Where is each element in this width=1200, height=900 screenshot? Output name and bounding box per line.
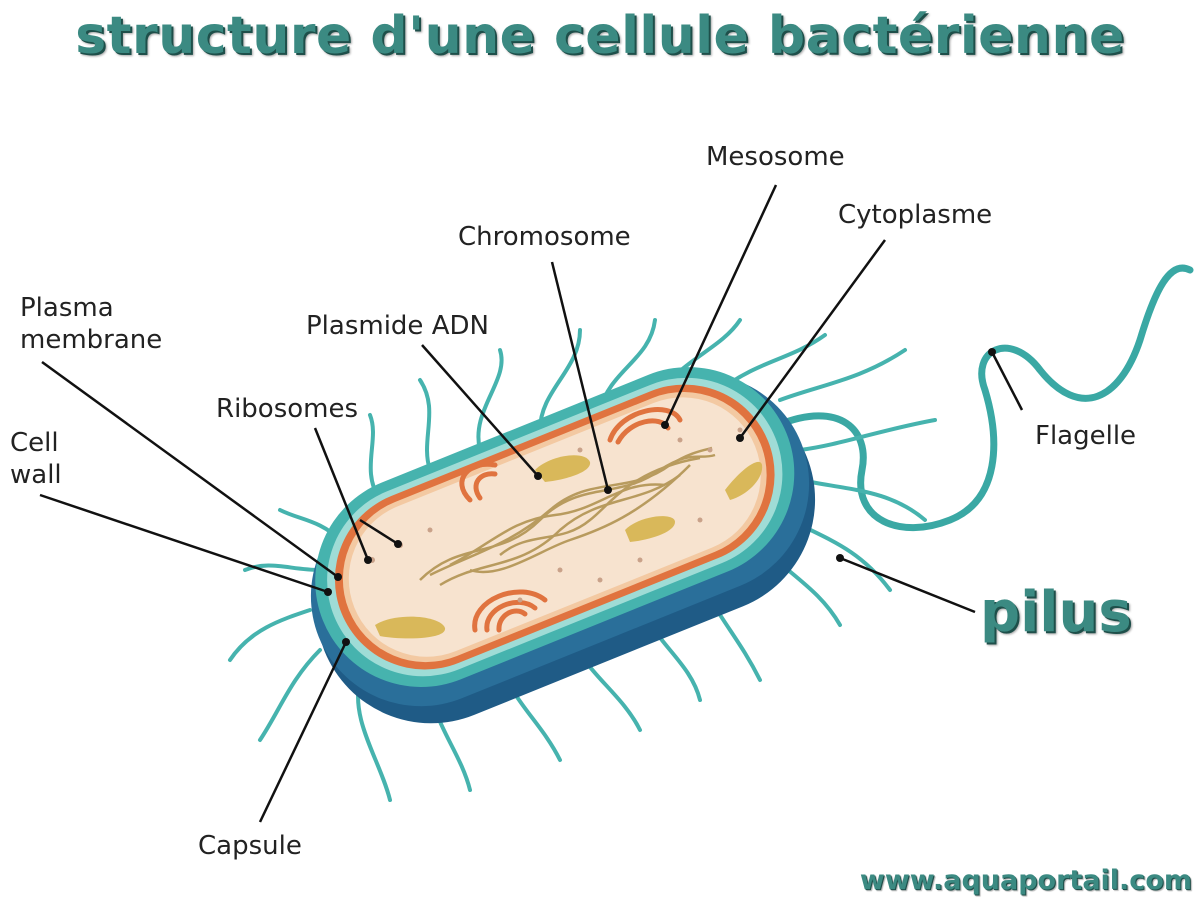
plasmids <box>375 455 763 639</box>
leader-dots <box>324 348 996 646</box>
label-ribosomes: Ribosomes <box>216 394 359 424</box>
chromosome <box>419 446 716 587</box>
label-cell-wall: Cell wall <box>10 427 62 491</box>
page-title: structure d'une cellule bactérienne <box>75 6 1125 66</box>
label-cell-line1: Cell <box>10 428 59 458</box>
label-plasmide-adn: Plasmide ADN <box>306 311 489 341</box>
label-plasma-line2: membrane <box>20 325 163 355</box>
watermark-url: www.aquaportail.com <box>859 865 1192 896</box>
label-cell-line2: wall <box>10 460 62 490</box>
label-flagelle: Flagelle <box>1035 421 1137 451</box>
ribosomes-dots <box>369 427 743 603</box>
leader-lines <box>39 184 1024 823</box>
label-capsule: Capsule <box>198 831 302 861</box>
label-plasma-line1: Plasma <box>20 293 114 323</box>
label-chromosome: Chromosome <box>458 222 631 252</box>
label-cytoplasme: Cytoplasme <box>838 200 993 230</box>
label-mesosome: Mesosome <box>706 142 845 172</box>
label-pilus: pilus <box>980 580 1132 645</box>
flagellum <box>774 264 1194 532</box>
label-plasma-membrane: Plasma membrane <box>20 292 162 356</box>
capsule-layer <box>310 367 816 724</box>
